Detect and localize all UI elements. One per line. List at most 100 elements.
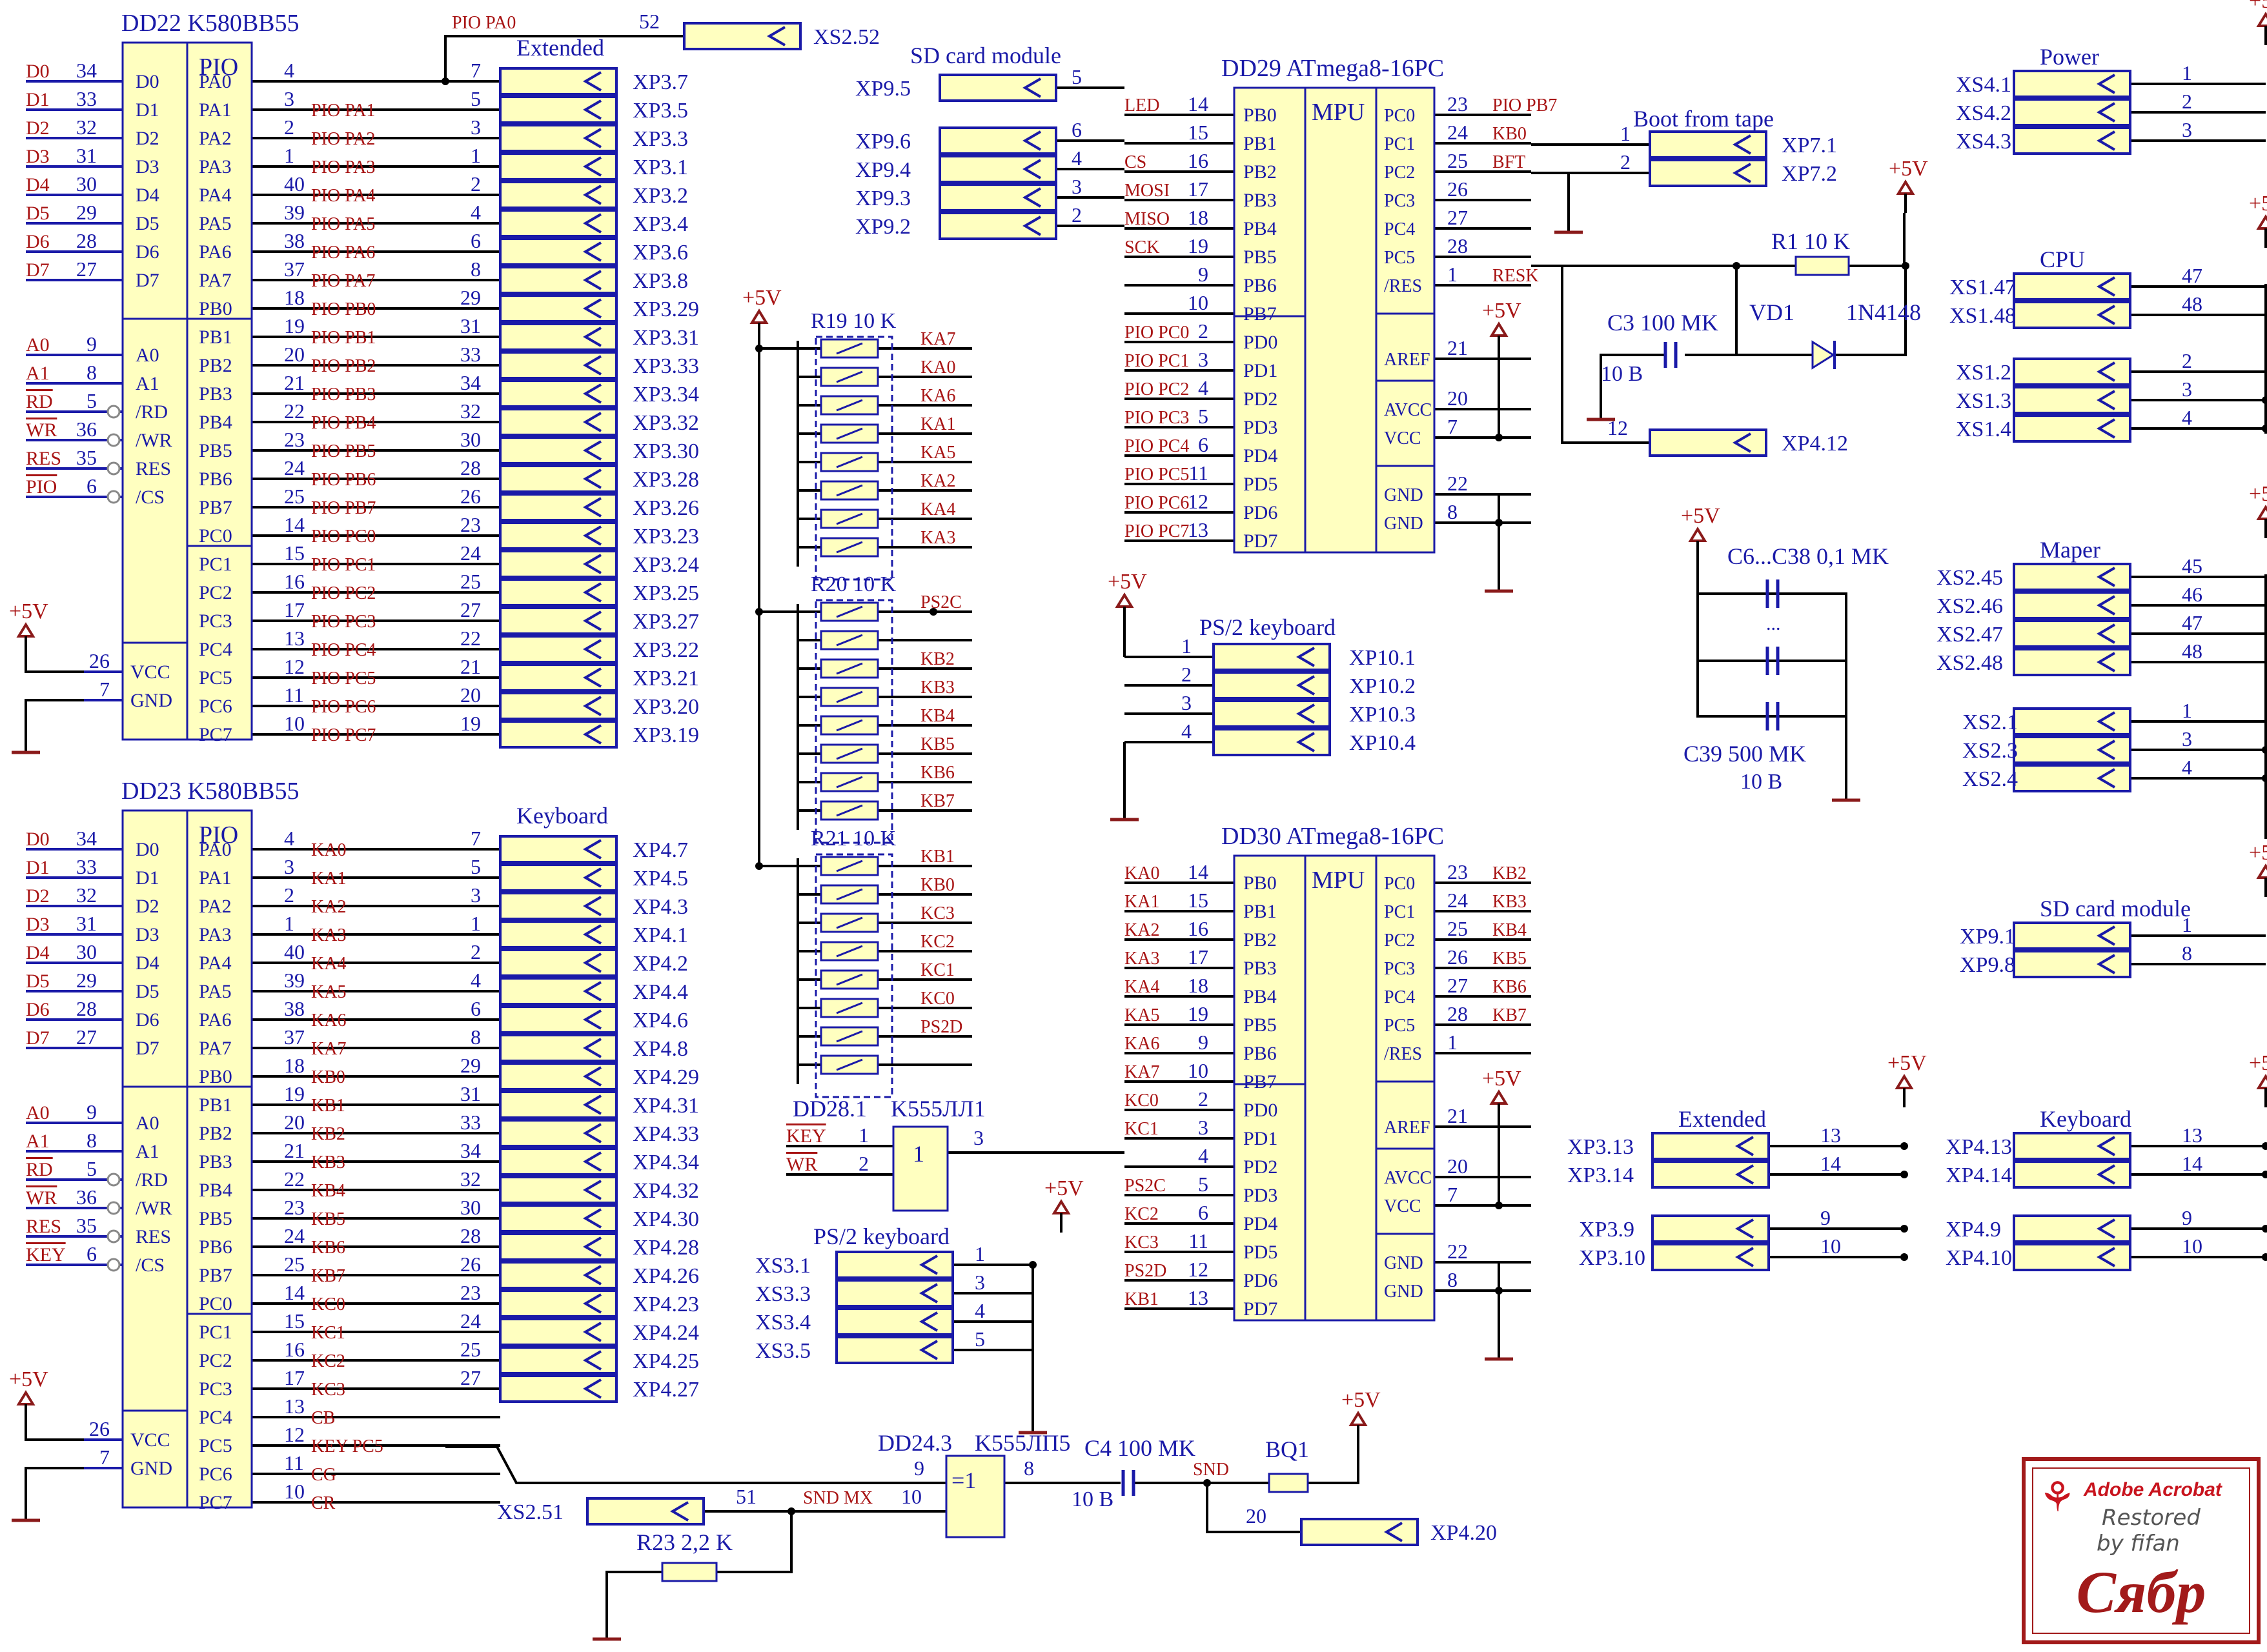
connector-arrow-icon — [2097, 74, 2116, 94]
signal-label: D7 — [26, 259, 50, 281]
connector-pin — [499, 892, 618, 920]
pin-number: 14 — [2182, 1152, 2202, 1175]
connector-label: XP3.2 — [633, 184, 688, 208]
connector-arrow-icon — [2097, 954, 2116, 974]
power-header: Power — [2040, 44, 2099, 70]
pin-number: 10 — [901, 1485, 922, 1508]
pin-number: 24 — [460, 1309, 481, 1333]
pin-number: 4 — [1072, 146, 1082, 170]
pin-number: 33 — [76, 87, 97, 110]
signal-label: RES — [26, 1216, 61, 1237]
pin-number: 21 — [1447, 1104, 1468, 1127]
supply-arrow-icon — [2256, 1074, 2267, 1089]
ps2-header: PS/2 keyboard — [1199, 614, 1336, 640]
signal-label: KC2 — [311, 1351, 345, 1371]
resistor-slash-icon — [836, 973, 863, 986]
pin-number: 14 — [284, 513, 305, 536]
connector-pin — [2013, 98, 2131, 126]
pin-name: D4 — [136, 185, 159, 206]
pin-number: 15 — [1188, 889, 1208, 912]
connector-label: XP4.33 — [633, 1122, 699, 1146]
connector-label: XP4.8 — [633, 1037, 688, 1061]
pin-number: 22 — [1447, 472, 1468, 495]
connector-arrow-icon — [583, 1378, 602, 1399]
signal-label: KB1 — [1124, 1289, 1159, 1309]
pin-number: 12 — [1188, 1258, 1208, 1281]
pin-number: 40 — [284, 940, 305, 963]
pin-number: 34 — [76, 59, 97, 82]
pin-number: 11 — [284, 1451, 304, 1475]
c4-volt: 10 B — [1072, 1487, 1113, 1511]
signal-label: PIO PC4 — [1124, 436, 1189, 456]
connector-pin — [499, 1289, 618, 1318]
connector-pin — [499, 1261, 618, 1289]
connector-arrow-icon — [583, 639, 602, 660]
bq1-label: BQ1 — [1265, 1436, 1309, 1462]
pin-number: 32 — [460, 1167, 481, 1191]
pin-number: 18 — [1188, 974, 1208, 997]
pin-name: PC0 — [199, 1293, 232, 1315]
signal-label: PIO PB7 — [311, 498, 376, 518]
pin-number: 17 — [1188, 177, 1208, 201]
signal-label: KB6 — [311, 1238, 345, 1258]
connector-pin — [499, 863, 618, 892]
signal-label: PIO PB3 — [311, 385, 376, 405]
connector-arrow-icon — [583, 1151, 602, 1172]
pin-number: 29 — [460, 1054, 481, 1077]
connector-label: XP3.33 — [633, 354, 699, 378]
connector-label: XS2.3 — [1962, 739, 2018, 763]
connector-pin — [2013, 563, 2131, 591]
pin-name: PB7 — [199, 497, 232, 518]
connector-pin — [499, 266, 618, 294]
c4-label: C4 100 MK — [1084, 1435, 1195, 1461]
signal-label: PIO — [26, 476, 57, 498]
pin-number: 40 — [284, 172, 305, 196]
signal-label: PIO PC4 — [311, 640, 376, 660]
signal-label: KA7 — [920, 329, 955, 349]
pin-number: 2 — [1181, 663, 1192, 686]
pin-name: D0 — [136, 71, 159, 92]
signal-label: KA1 — [920, 414, 955, 434]
signal-label: KA3 — [920, 528, 955, 548]
pin-number: 10 — [284, 1480, 305, 1503]
pin-number: 4 — [471, 201, 481, 224]
badge-signature: Сябр — [2076, 1559, 2206, 1625]
connector-label: XS4.3 — [1956, 130, 2011, 154]
connector-pin — [2013, 736, 2131, 764]
pin-number: 1 — [1620, 122, 1631, 145]
pin-number: 28 — [460, 1224, 481, 1247]
pin-number: 14 — [284, 1281, 305, 1304]
pin-number: 7 — [1447, 415, 1458, 438]
pin-number: 2 — [1198, 1087, 1208, 1111]
connector-label: XP4.4 — [633, 980, 688, 1004]
signal-label: PIO PC3 — [1124, 408, 1189, 428]
signal-label: PIO PC2 — [311, 583, 376, 603]
resistor-slash-icon — [836, 605, 863, 618]
connector-pin — [499, 493, 618, 521]
connector-pin — [499, 835, 618, 863]
connector-arrow-icon — [583, 156, 602, 177]
signal-label: PIO PC6 — [311, 697, 376, 717]
pin-name: /WR — [136, 430, 172, 451]
connector-arrow-icon — [2097, 1164, 2116, 1185]
pin-number: 28 — [460, 456, 481, 479]
connector-arrow-icon — [1296, 703, 1316, 724]
pin-number: 3 — [2182, 727, 2192, 750]
signal-label: D3 — [26, 914, 50, 935]
pin-name: PB1 — [1243, 133, 1277, 154]
connector-arrow-icon — [2097, 740, 2116, 760]
pin-number: 12 — [1607, 416, 1628, 439]
pin-name: D5 — [136, 213, 159, 234]
connector-pin — [499, 1318, 618, 1346]
pin-name: PA7 — [199, 1038, 232, 1059]
c3-label: C3 100 MK — [1607, 310, 1718, 336]
pin-name: PB0 — [1243, 105, 1277, 126]
pin-number: 6 — [1198, 433, 1208, 456]
connector-label: XS1.2 — [1956, 361, 2011, 385]
pin-number: 27 — [1447, 974, 1468, 997]
pin-number: 52 — [639, 10, 660, 33]
pin-number: 3 — [2182, 118, 2192, 141]
pin-name: PD5 — [1243, 474, 1277, 495]
signal-label: KA5 — [1124, 1005, 1159, 1025]
connector-label: XP4.32 — [633, 1179, 699, 1203]
